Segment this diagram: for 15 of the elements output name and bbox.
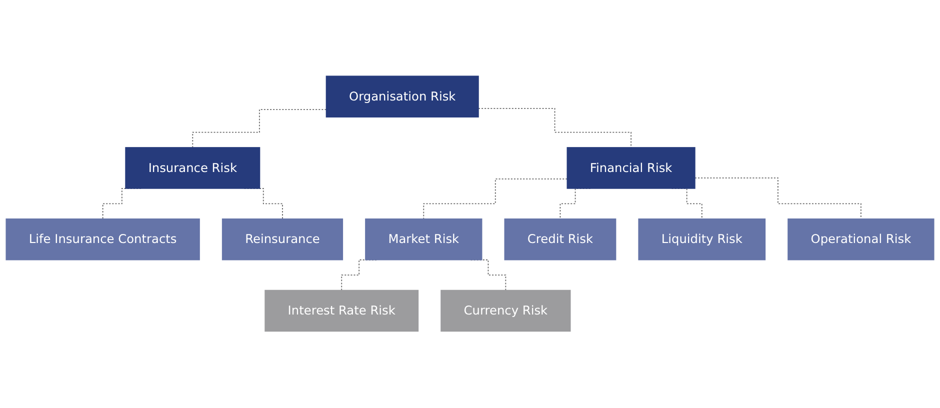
connector <box>192 109 327 148</box>
node-box: Interest Rate Risk <box>264 290 419 332</box>
connector <box>423 178 568 220</box>
connector <box>478 108 632 148</box>
node-box: Financial Risk <box>566 147 696 190</box>
node-box: Reinsurance <box>222 218 344 261</box>
node-box: Liquidity Risk <box>638 218 766 261</box>
node-box: Market Risk <box>365 218 482 261</box>
node-box: Life Insurance Contracts <box>6 218 200 261</box>
node-box: Credit Risk <box>504 218 616 261</box>
node-box: Currency Risk <box>440 290 571 332</box>
node-box: Operational Risk <box>788 218 934 261</box>
node-box: Organisation Risk <box>326 76 479 118</box>
node-box: Insurance Risk <box>125 147 260 190</box>
connector <box>694 178 862 220</box>
